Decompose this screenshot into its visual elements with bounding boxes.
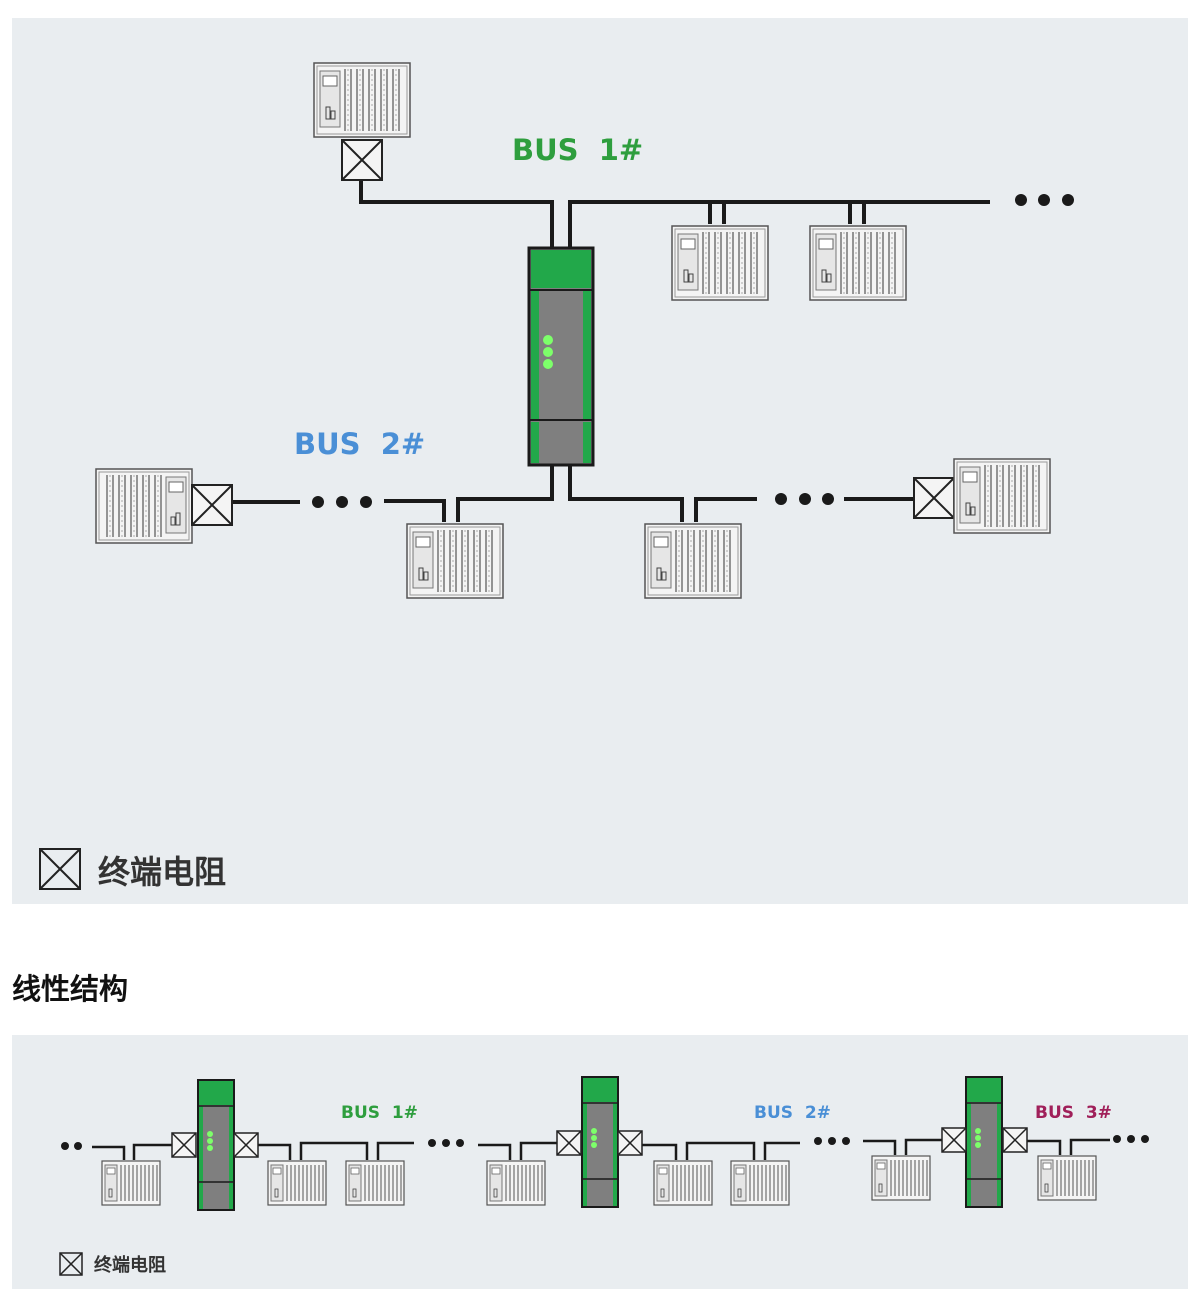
terminal-resistor-icon bbox=[341, 139, 383, 181]
legend: 终端电阻 bbox=[59, 1252, 166, 1276]
plc-device bbox=[95, 468, 193, 544]
status-led-icon bbox=[543, 335, 553, 369]
linear-topology-panel: BUS 1# BUS 2# BUS 3# 终端电阻 bbox=[12, 1035, 1188, 1289]
plc-device bbox=[730, 1160, 790, 1206]
plc-device bbox=[313, 62, 411, 138]
bus1-label: BUS 1# bbox=[341, 1103, 418, 1123]
bus2-label: BUS 2# bbox=[754, 1103, 831, 1123]
plc-device bbox=[345, 1160, 405, 1206]
bus3-label: BUS 3# bbox=[1035, 1103, 1112, 1123]
plc-device bbox=[953, 458, 1051, 534]
plc-device bbox=[101, 1160, 161, 1206]
terminal-resistor-icon bbox=[191, 484, 233, 526]
legend-label: 终端电阻 bbox=[94, 1254, 166, 1276]
plc-device bbox=[671, 225, 769, 301]
terminal-resistor-icon bbox=[556, 1130, 582, 1156]
linear-topology-diagram: BUS 1# BUS 2# BUS 3# 终端电阻 bbox=[59, 1076, 1149, 1276]
plc-device bbox=[871, 1155, 931, 1201]
terminal-resistor-icon bbox=[941, 1127, 967, 1153]
bus2-label: BUS 2# bbox=[294, 427, 425, 461]
terminal-resistor-icon bbox=[233, 1132, 259, 1158]
repeater-device bbox=[581, 1076, 619, 1208]
terminal-resistor-icon bbox=[913, 477, 955, 519]
repeater-device bbox=[527, 246, 595, 467]
plc-device bbox=[644, 523, 742, 599]
terminal-resistor-icon bbox=[59, 1252, 83, 1276]
star-topology-diagram: BUS 1# BUS 2# 终端电阻 bbox=[39, 62, 1074, 891]
bus-cables bbox=[92, 1138, 1110, 1160]
plc-device bbox=[809, 225, 907, 301]
terminal-resistor-icon bbox=[171, 1132, 197, 1158]
plc-device bbox=[1037, 1155, 1097, 1201]
terminal-resistor-icon bbox=[617, 1130, 643, 1156]
legend-label: 终端电阻 bbox=[98, 853, 226, 891]
repeater-device bbox=[965, 1076, 1003, 1208]
plc-device bbox=[267, 1160, 327, 1206]
plc-device bbox=[486, 1160, 546, 1206]
star-topology-panel: BUS 1# BUS 2# 终端电阻 bbox=[12, 18, 1188, 904]
terminal-resistor-icon bbox=[1002, 1127, 1028, 1153]
repeater-device bbox=[197, 1079, 235, 1211]
terminal-resistor-icon bbox=[39, 848, 81, 890]
legend: 终端电阻 bbox=[39, 848, 226, 891]
bus-cables bbox=[232, 180, 990, 522]
continuation-dots bbox=[312, 194, 1074, 508]
section-title: 线性结构 bbox=[12, 972, 129, 1006]
plc-device bbox=[653, 1160, 713, 1206]
continuation-dots bbox=[61, 1135, 1149, 1150]
bus1-label: BUS 1# bbox=[512, 133, 643, 167]
plc-device bbox=[406, 523, 504, 599]
